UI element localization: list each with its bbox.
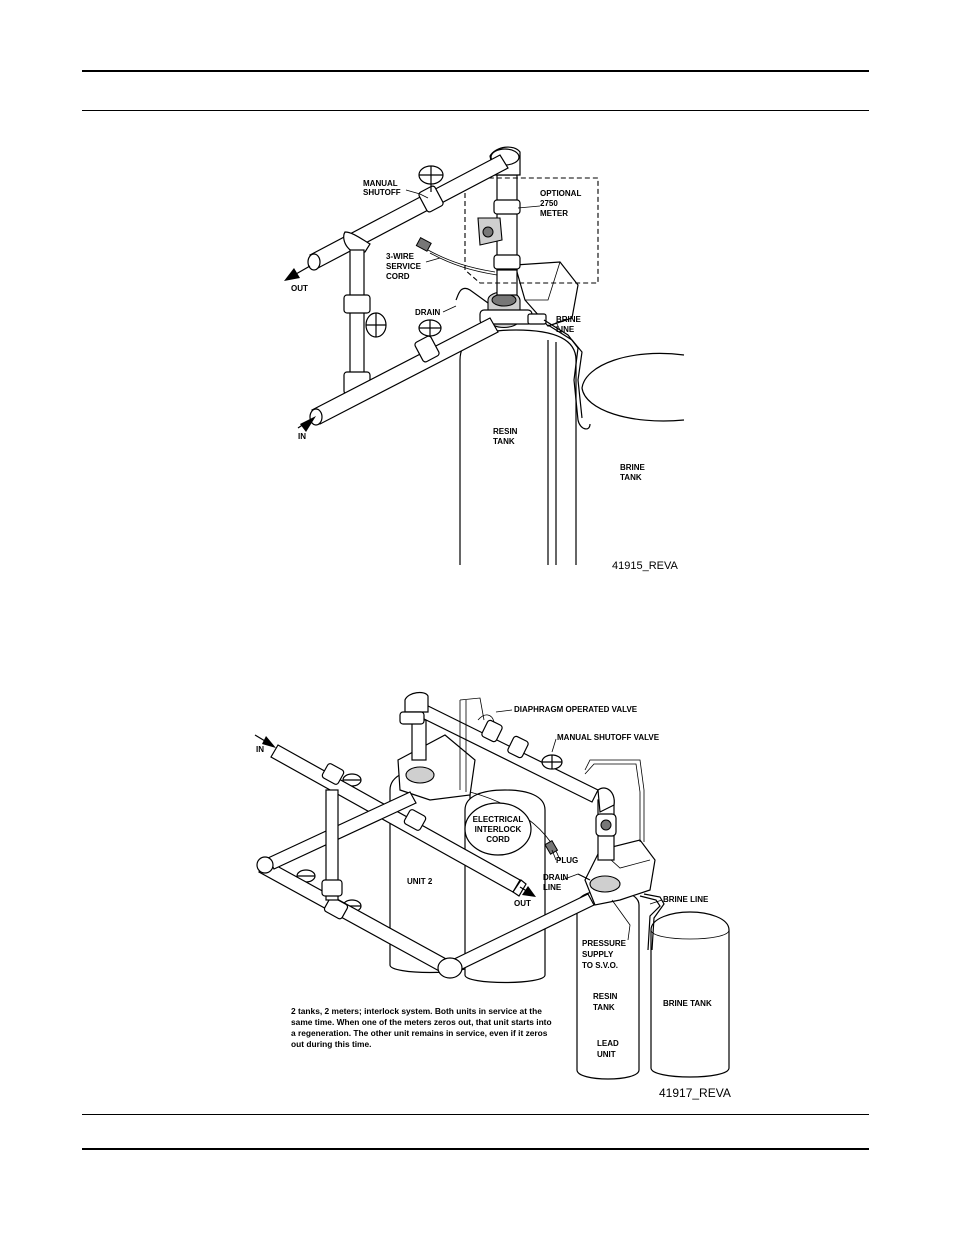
outlet-handwheel	[418, 165, 444, 192]
out-arrow-1	[284, 265, 311, 281]
pressure-supply-tube	[611, 899, 631, 941]
top-rule-thick	[82, 70, 869, 72]
label-plug: PLUG	[556, 856, 578, 865]
outlet-pipe-1	[307, 154, 509, 271]
plug-2	[544, 839, 559, 855]
bottom-rule-thick	[82, 1148, 869, 1150]
top-rule-thin	[82, 110, 869, 111]
leader-service-cord	[425, 257, 441, 263]
label-out-2: OUT	[514, 899, 531, 908]
bypass-pipe-1	[343, 249, 387, 396]
figure-2-twin-unit: DIAPHRAGM OPERATED VALVE MANUAL SHUTOFF …	[254, 691, 731, 1100]
control-valve-1	[479, 261, 579, 329]
inlet-handwheel	[418, 319, 442, 337]
bottom-rule-thin	[82, 1114, 869, 1115]
leader-diaphragm	[495, 709, 513, 713]
figure-2-caption: 2 tanks, 2 meters; interlock system. Bot…	[291, 1006, 552, 1049]
service-cord-1	[415, 236, 498, 276]
brine-tank-1	[581, 352, 685, 422]
label-diaphragm-valve: DIAPHRAGM OPERATED VALVE	[514, 705, 638, 714]
label-brine-line-2: BRINE LINE	[663, 895, 709, 904]
leader-brine-line	[555, 321, 563, 335]
in-arrow-1	[297, 416, 316, 432]
label-out-1: OUT	[291, 284, 308, 293]
leader-drain	[442, 305, 457, 313]
in-arrow-2	[254, 734, 276, 748]
drain-line-2	[577, 873, 591, 881]
leader-manual-shutoff	[405, 189, 429, 199]
left-vertical-pipes	[321, 789, 343, 901]
upper-header-pipes	[399, 691, 615, 813]
optional-meter-outline	[464, 177, 599, 284]
interlock-label-bubble	[464, 802, 532, 856]
resin-tank-1	[459, 329, 577, 565]
label-in-2: IN	[256, 745, 264, 754]
leader-brine-line-2	[649, 899, 663, 905]
brine-tank-2	[650, 911, 730, 1078]
interlock-cord-path	[459, 697, 485, 792]
label-manual-shutoff-valve: MANUAL SHUTOFF VALVE	[557, 733, 660, 742]
label-in-1: IN	[298, 432, 306, 441]
figure-2-ref: 41917_REVA	[659, 1086, 731, 1100]
inlet-pipe-1	[309, 317, 499, 426]
leader-drain-line	[561, 873, 579, 881]
drain-line-1	[455, 287, 489, 304]
label-drain-1: DRAIN	[415, 308, 441, 317]
label-unit-2: UNIT 2	[407, 877, 433, 886]
leader-meter	[517, 205, 541, 209]
leader-plug	[551, 849, 557, 861]
brine-line-2	[639, 895, 661, 951]
main-in-out-pipe	[270, 744, 527, 897]
brine-line-1	[543, 319, 591, 430]
lower-manifold-pipes	[256, 791, 595, 979]
diaphragm-valve	[477, 714, 617, 837]
label-brine-tank-2: BRINE TANK	[663, 999, 712, 1008]
control-valve-lead	[584, 799, 656, 906]
shutoff-handwheel-top	[541, 754, 563, 770]
leader-shutoff	[551, 738, 557, 753]
out-arrow-2	[519, 886, 536, 897]
figure-1-ref: 41915_REVA	[612, 560, 679, 572]
